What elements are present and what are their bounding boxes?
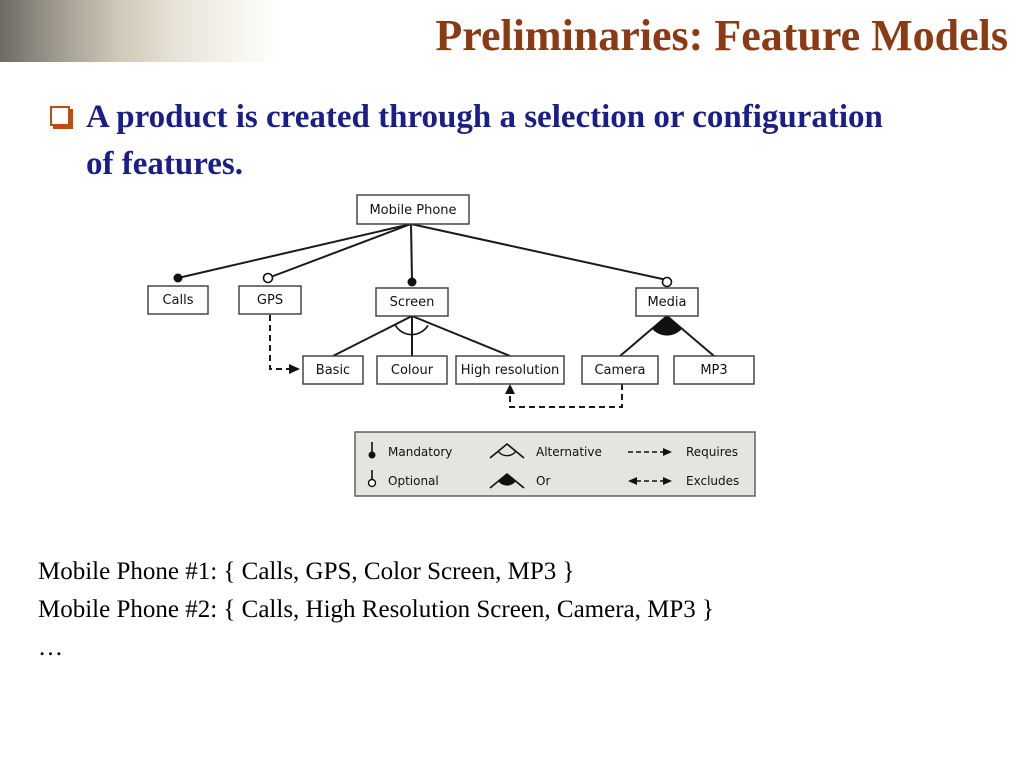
feature-box-mp3: MP3 [673, 355, 755, 385]
feature-label: Media [647, 295, 686, 310]
feature-label: Camera [594, 363, 645, 378]
or-legend-icon [498, 474, 516, 486]
header-banner-image [0, 0, 280, 62]
checkbox-bullet-icon [50, 106, 70, 126]
feature-box-basic: Basic [302, 355, 364, 385]
excludes-legend-icon [628, 477, 637, 485]
example-line-ellipsis: … [38, 634, 63, 661]
arrowhead-icon [289, 364, 300, 374]
example-line-1: Mobile Phone #1: { Calls, GPS, Color Scr… [38, 558, 575, 585]
optional-marker [262, 272, 274, 284]
legend-label: Alternative [536, 445, 602, 459]
feature-label: Calls [162, 293, 193, 308]
alternative-arc-icon [394, 324, 429, 336]
slide-title: Preliminaries: Feature Models [435, 11, 1008, 60]
feature-box-camera: Camera [581, 355, 659, 385]
edge-root-gps [267, 223, 412, 279]
mandatory-marker [407, 277, 417, 287]
feature-box-gps: GPS [238, 285, 302, 315]
feature-box-calls: Calls [147, 285, 209, 315]
edge-screen-highres [411, 315, 511, 357]
requires-gps-basic [269, 315, 290, 370]
optional-legend-icon [367, 478, 377, 488]
bullet-text: A product is created through a selection… [86, 99, 883, 182]
feature-label: Mobile Phone [369, 203, 456, 218]
product-examples: Mobile Phone #1: { Calls, GPS, Color Scr… [38, 553, 998, 667]
arrowhead-icon [505, 384, 515, 394]
edge-root-calls [177, 223, 412, 279]
legend-label: Requires [686, 445, 738, 459]
legend-label: Excludes [686, 474, 739, 488]
edge-screen-basic [332, 315, 413, 357]
edge-media-camera [619, 315, 668, 357]
mandatory-legend-icon [368, 451, 376, 459]
example-line-2: Mobile Phone #2: { Calls, High Resolutio… [38, 596, 715, 623]
edge-media-mp3 [666, 315, 715, 357]
feature-box-mobile-phone: Mobile Phone [356, 194, 470, 225]
requires-camera-highres [509, 384, 623, 408]
optional-marker [661, 276, 673, 288]
legend-label: Optional [388, 474, 439, 488]
feature-box-colour: Colour [376, 355, 448, 385]
feature-label: MP3 [700, 363, 727, 378]
edge-root-media [410, 223, 668, 281]
feature-box-high-resolution: High resolution [455, 355, 565, 385]
feature-label: Colour [391, 363, 434, 378]
legend-label: Mandatory [388, 445, 452, 459]
feature-label: GPS [257, 293, 283, 308]
or-group-filled-arc-icon [652, 316, 682, 336]
diagram-legend: Mandatory Optional Alternative Or Requir… [354, 431, 756, 497]
feature-label: High resolution [461, 363, 560, 378]
alternative-legend-icon [497, 450, 517, 457]
requires-legend-icon [663, 448, 672, 456]
feature-label: Screen [390, 295, 435, 310]
feature-box-screen: Screen [375, 287, 449, 317]
excludes-legend-icon [663, 477, 672, 485]
feature-model-diagram: Mobile Phone Calls GPS Screen Media Basi… [147, 194, 756, 497]
feature-label: Basic [316, 363, 350, 378]
feature-box-media: Media [635, 287, 699, 317]
mandatory-marker [173, 273, 183, 283]
edge-root-screen [410, 223, 413, 281]
legend-label: Or [536, 474, 550, 488]
